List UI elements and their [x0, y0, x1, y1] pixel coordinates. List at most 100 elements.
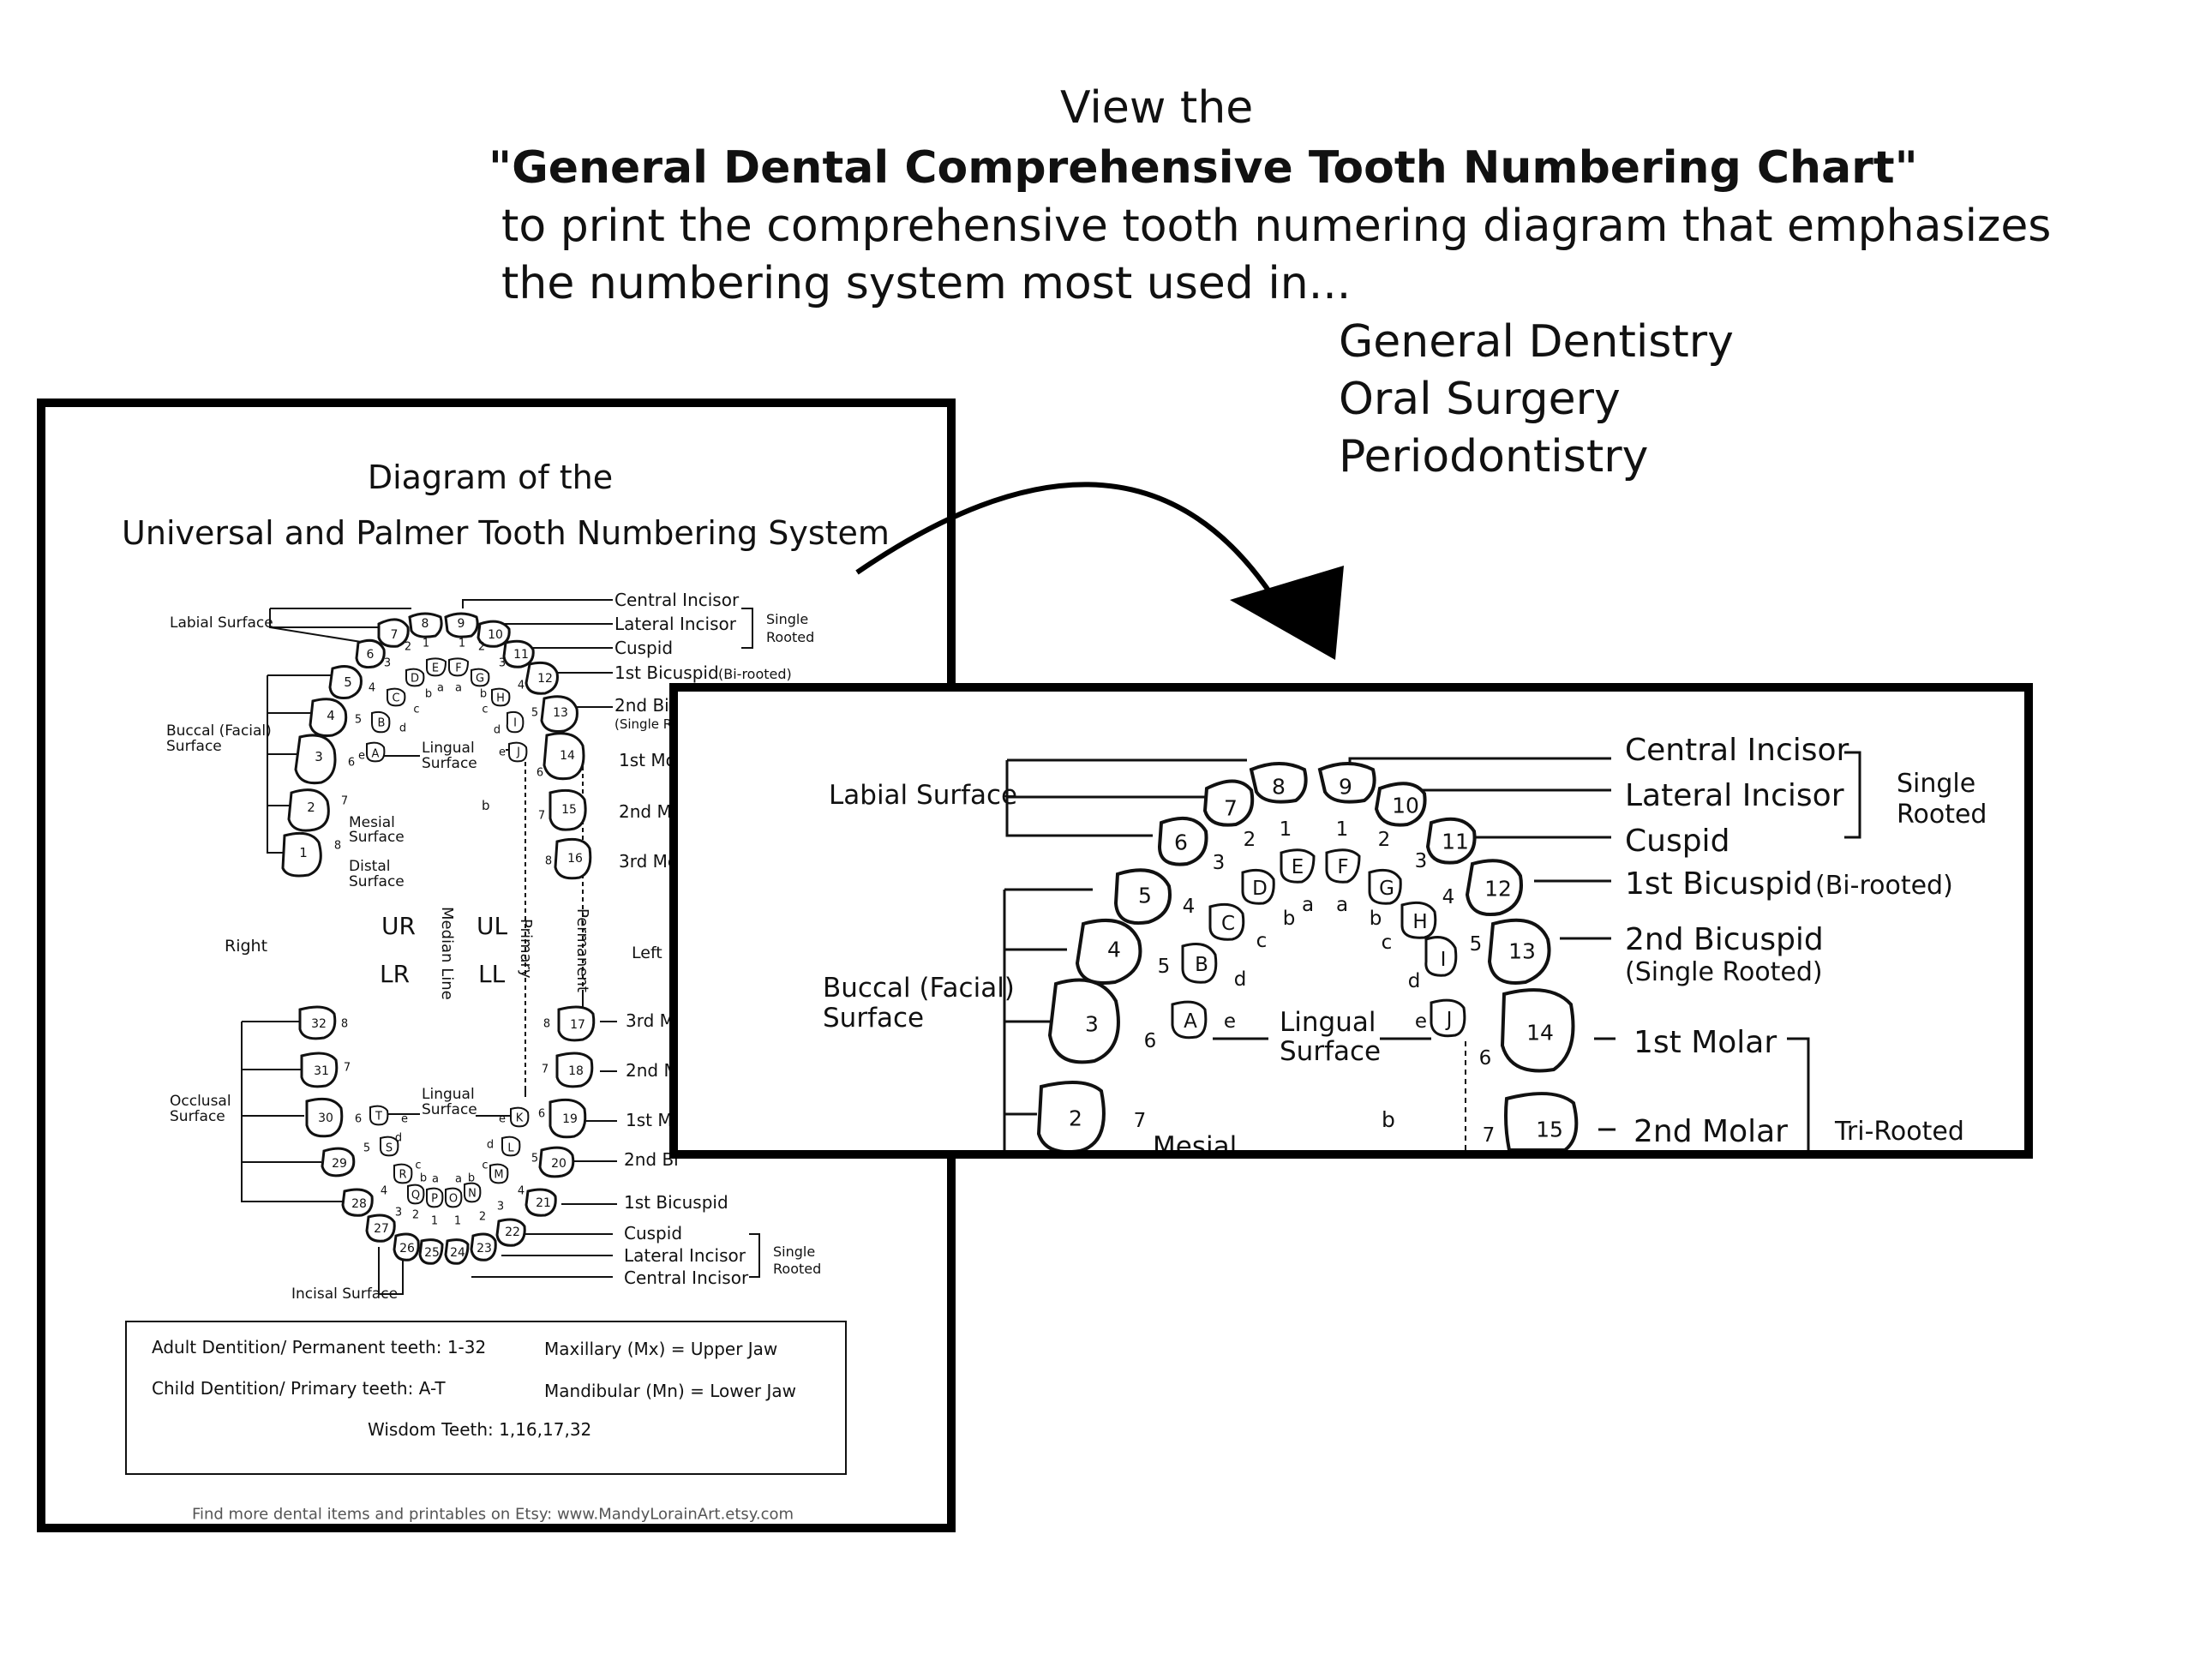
tooth-24 — [444, 1238, 470, 1265]
zoom-palmer-2-ur: 2 — [1244, 829, 1256, 851]
tooth-18 — [555, 1052, 594, 1088]
tooth-14 — [543, 732, 585, 781]
sheet-title-1: Diagram of the — [368, 458, 613, 496]
label-left: Left — [632, 944, 662, 962]
palmer-4-ur: 4 — [369, 682, 375, 695]
tooth-B-label: B — [378, 717, 386, 730]
palmer-e-lr: e — [401, 1113, 408, 1126]
tooth-31 — [300, 1052, 339, 1088]
label-lr: LR — [380, 960, 410, 988]
tooth-29-label: 29 — [332, 1157, 347, 1171]
zoom-palmer-7-ur: 7 — [1134, 1110, 1147, 1132]
tooth-22 — [495, 1218, 526, 1247]
tooth-30 — [305, 1097, 344, 1138]
palmer-7-lr: 7 — [344, 1062, 351, 1075]
zoom-tooth-9 — [1317, 762, 1376, 804]
label-occlusal: Occlusal — [170, 1093, 231, 1110]
label-incisal-surface: Incisal Surface — [291, 1285, 398, 1303]
legend-wisdom-teeth: Wisdom Teeth: 1,16,17,32 — [368, 1419, 591, 1440]
label-lateral-incisor-lower: Lateral Incisor — [624, 1245, 746, 1266]
tooth-25 — [418, 1238, 444, 1265]
tooth-19-label: 19 — [562, 1112, 578, 1126]
zoom-tooth-6-label: 6 — [1174, 830, 1188, 855]
tooth-13 — [540, 695, 578, 733]
tooth-12 — [525, 661, 559, 695]
tooth-12-label: 12 — [537, 672, 553, 686]
zoom-palmer-4-ul: 4 — [1442, 886, 1455, 908]
zoom-label-1st-bicuspid: 1st Bicuspid — [1625, 866, 1813, 902]
zoom-palmer-d-ur: d — [1234, 968, 1247, 991]
zoom-tooth-B — [1181, 943, 1218, 984]
palmer-d-lr: d — [395, 1132, 402, 1145]
zoom-palmer-b-ul: b — [1370, 908, 1382, 930]
zoom-tooth-C — [1208, 902, 1245, 941]
sheet-footer: Find more dental items and printables on… — [192, 1506, 794, 1524]
specialty-oral-surgery: Oral Surgery — [1339, 374, 1621, 425]
palmer-4-ll: 4 — [518, 1185, 525, 1198]
zoom-tooth-5 — [1113, 868, 1172, 925]
label-right: Right — [225, 937, 267, 956]
palmer-2-lr: 2 — [412, 1209, 419, 1222]
zoom-tooth-G-label: G — [1379, 878, 1394, 900]
tooth-L-label: L — [507, 1142, 514, 1155]
zoom-inset: 2 3 4 5 6 7 8 9 10 11 12 13 14 15 A B C … — [669, 683, 2033, 1159]
label-buccal-surface: Surface — [166, 738, 222, 755]
tooth-22-label: 22 — [505, 1226, 520, 1239]
zoom-tooth-15-label: 15 — [1536, 1118, 1563, 1142]
zoom-label-buccal: Buccal (Facial) — [823, 973, 1015, 1004]
zoom-label-birooted: (Bi-rooted) — [1815, 871, 1953, 901]
zoom-label-single-rooted: (Single Rooted) — [1625, 957, 1823, 987]
tooth-16-label: 16 — [567, 852, 583, 866]
label-ur: UR — [381, 912, 416, 940]
tooth-5 — [328, 665, 363, 699]
zoom-tooth-4-label: 4 — [1107, 938, 1121, 962]
zoom-tooth-7 — [1202, 779, 1255, 827]
zoom-tooth-E — [1280, 848, 1316, 884]
tooth-26 — [393, 1232, 420, 1261]
zoom-palmer-4-ur: 4 — [1183, 896, 1196, 918]
zoom-tooth-11 — [1425, 817, 1477, 865]
tooth-23 — [470, 1232, 497, 1261]
tooth-6 — [355, 638, 386, 668]
label-lateral-incisor-upper: Lateral Incisor — [614, 614, 737, 634]
label-occlusal-surface: Surface — [170, 1108, 225, 1125]
palmer-3-ur: 3 — [384, 657, 391, 670]
zoom-palmer-b-ur: b — [1283, 908, 1296, 930]
tooth-R-label: R — [399, 1169, 406, 1182]
zoom-palmer-1-ur: 1 — [1280, 818, 1292, 841]
zoom-palmer-3-ur: 3 — [1213, 852, 1226, 874]
tooth-20 — [538, 1146, 575, 1178]
legend-mandibular: Mandibular (Mn) = Lower Jaw — [544, 1381, 796, 1401]
zoom-palmer-e-ul: e — [1415, 1010, 1427, 1033]
tooth-R — [393, 1163, 413, 1184]
tooth-D — [405, 668, 425, 687]
zoom-label-central-incisor: Central Incisor — [1625, 733, 1849, 768]
zoom-tooth-C-label: C — [1221, 913, 1235, 935]
zoom-tooth-3 — [1047, 978, 1120, 1064]
zoom-tooth-14-label: 14 — [1526, 1021, 1554, 1046]
label-central-incisor-lower: Central Incisor — [624, 1267, 749, 1288]
zoom-label-cuspid: Cuspid — [1625, 824, 1729, 859]
zoom-tooth-10-label: 10 — [1392, 794, 1419, 818]
tooth-H — [491, 687, 511, 707]
tooth-24-label: 24 — [450, 1246, 465, 1260]
palmer-b-lr: b — [420, 1172, 427, 1185]
tooth-28 — [341, 1188, 374, 1217]
tooth-E — [426, 657, 447, 677]
label-distal-surface: Surface — [349, 873, 405, 890]
tooth-K — [510, 1106, 530, 1128]
zoom-palmer-7-ul: 7 — [1483, 1124, 1496, 1147]
tooth-Q-label: Q — [411, 1190, 420, 1202]
tooth-M-label: M — [494, 1169, 503, 1182]
zoom-tooth-4 — [1075, 918, 1142, 985]
zoom-tooth-11-label: 11 — [1442, 830, 1469, 854]
label-birooted: (Bi-rooted) — [718, 666, 792, 682]
zoom-tooth-2-label: 2 — [1069, 1106, 1082, 1131]
zoom-palmer-3-ul: 3 — [1415, 850, 1428, 872]
tooth-J — [508, 741, 528, 763]
tooth-5-label: 5 — [344, 674, 352, 690]
header-line-2: "General Dental Comprehensive Tooth Numb… — [489, 142, 1918, 194]
label-lingual-upper: Lingual — [422, 740, 475, 757]
palmer-8-ll: 8 — [543, 1018, 550, 1031]
zoom-tooth-7-label: 7 — [1224, 796, 1238, 821]
